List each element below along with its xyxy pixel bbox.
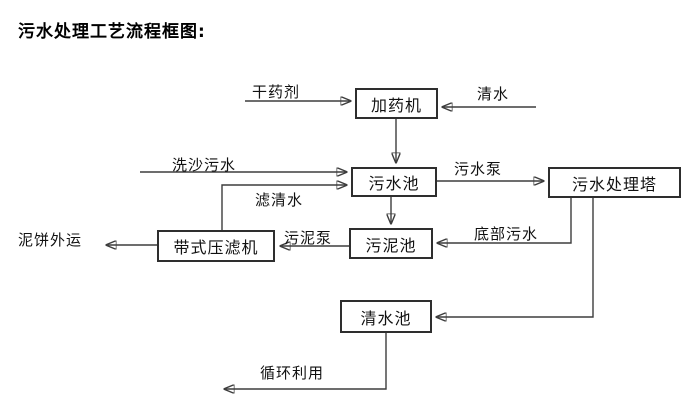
label-bottom-sewage: 底部污水 [474, 225, 539, 243]
node-belt-filter-press: 带式压滤机 [157, 230, 275, 262]
node-dosing-machine: 加药机 [355, 88, 438, 119]
node-clear-water-pool: 清水池 [340, 300, 432, 333]
arrow-filtered-water-to-sewage-pool [221, 185, 347, 230]
node-sewage-pool: 污水池 [351, 167, 437, 197]
label-dry-chemical: 干药剂 [252, 83, 301, 101]
label-sand-wash-sewage: 洗沙污水 [172, 156, 237, 174]
label-sludge-pump: 污泥泵 [284, 229, 333, 247]
arrow-tower-to-clear-pool [436, 198, 594, 317]
arrow-bottom-sewage-to-sludge-pool [437, 198, 572, 243]
node-sludge-pool: 污泥池 [349, 228, 433, 259]
label-recycle-use: 循环利用 [260, 364, 325, 382]
arrow-recycle-out [224, 333, 387, 389]
label-mud-cake-out: 泥饼外运 [18, 231, 83, 249]
label-sewage-pump: 污水泵 [454, 160, 503, 178]
label-filtered-water: 滤清水 [255, 191, 304, 209]
diagram-title: 污水处理工艺流程框图: [18, 22, 206, 42]
label-clean-water: 清水 [477, 85, 510, 103]
node-treatment-tower: 污水处理塔 [548, 167, 681, 198]
